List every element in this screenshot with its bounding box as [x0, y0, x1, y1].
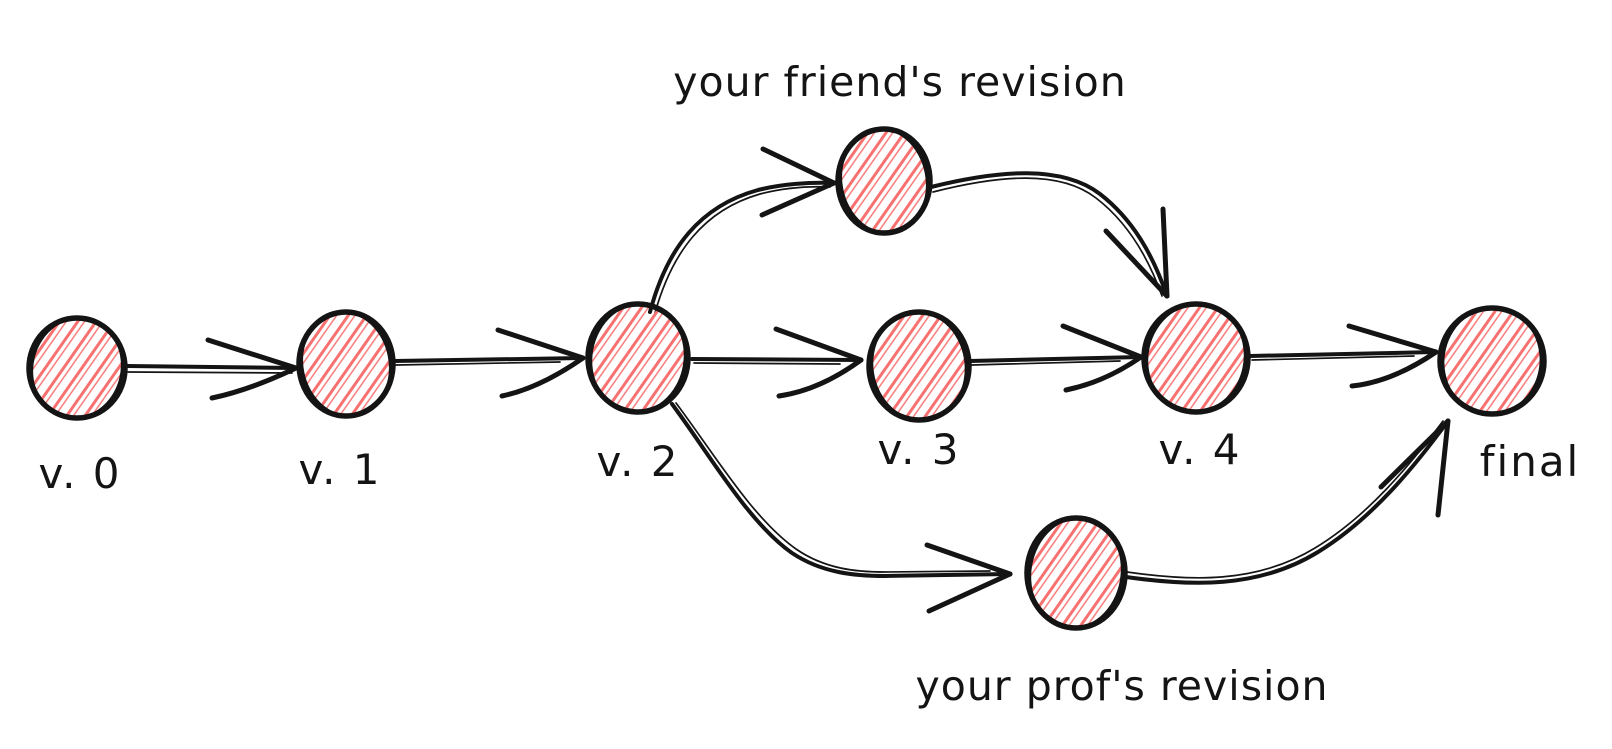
arrowhead-barb: [1160, 206, 1170, 299]
node-fill: [840, 131, 928, 231]
arrowhead-barb: [1378, 418, 1451, 490]
arrowhead-barb: [1063, 354, 1144, 393]
node-friend-revision: [835, 126, 933, 236]
labels-layer: v. 0 v. 1 v. 2 v. 3 v. 4 final your frie…: [38, 58, 1580, 710]
arrowhead-barb: [760, 146, 837, 186]
node-fill: [1442, 310, 1542, 412]
arrowhead-barb: [495, 327, 586, 361]
node-label-v2: v. 2: [596, 437, 679, 486]
edge-shaft: [690, 357, 863, 362]
node-fill: [590, 306, 686, 410]
edge-v0-v1: [124, 337, 299, 401]
node-v0: [26, 315, 128, 421]
arrowhead-barb: [205, 337, 299, 371]
edge-shaft: [1124, 419, 1450, 585]
node-label-v4: v. 4: [1158, 425, 1241, 474]
arrowhead-barb: [1435, 418, 1451, 518]
annotation-prof-revision: your prof's revision: [915, 662, 1328, 710]
node-ring-sketch: [839, 126, 929, 236]
edge-shaft: [648, 180, 836, 314]
edge-shaft: [968, 355, 1143, 363]
node-v4: [1141, 301, 1251, 415]
edge-shaft-sketch: [693, 362, 841, 365]
arrowhead-barb: [759, 180, 837, 218]
edge-shaft-sketch: [1126, 420, 1444, 579]
edge-shaft-sketch: [675, 402, 991, 573]
node-label-v3: v. 3: [877, 425, 960, 474]
node-label-v1: v. 1: [298, 445, 381, 494]
node-prof-revision: [1024, 515, 1128, 631]
edge-shaft-sketch: [932, 177, 1163, 297]
edge-shaft: [1248, 350, 1438, 358]
edge-shaft-sketch: [654, 185, 831, 314]
edge-prof-final: [1124, 418, 1451, 585]
node-label-v0: v. 0: [38, 449, 121, 498]
node-ring-sketch: [300, 309, 392, 419]
edge-v1-v2: [392, 327, 586, 399]
edge-shaft: [392, 356, 585, 363]
node-ring-sketch: [30, 315, 124, 421]
arrowhead-barb: [209, 365, 299, 401]
edges-layer: [124, 146, 1451, 614]
arrowhead-barb: [1060, 323, 1144, 360]
edge-shaft-sketch: [127, 371, 293, 374]
annotation-friend-revision: your friend's revision: [673, 58, 1126, 106]
arrowhead-barb: [1346, 323, 1439, 355]
edge-shaft-sketch: [1251, 355, 1415, 361]
node-label-final: final: [1480, 437, 1580, 486]
edge-shaft: [929, 171, 1169, 298]
arrowhead-barb: [499, 355, 586, 399]
node-fill: [1146, 306, 1246, 410]
node-v3: [866, 309, 972, 423]
arrowhead-barb: [926, 571, 1013, 614]
edge-shaft: [670, 402, 1012, 579]
arrowhead-barb: [776, 357, 864, 399]
arrowhead-barb: [1103, 228, 1170, 299]
edge-v2-friend: [648, 146, 837, 314]
node-ring-sketch: [1145, 301, 1247, 415]
edge-v4-final: [1248, 323, 1439, 389]
edge-shaft-sketch: [971, 360, 1121, 366]
node-ring-sketch: [1028, 515, 1124, 631]
edge-shaft-sketch: [395, 361, 561, 366]
arrowhead-barb: [773, 326, 864, 363]
edge-v2-prof: [670, 402, 1013, 614]
arrowhead-barb: [924, 542, 1013, 577]
edge-friend-v4: [929, 171, 1170, 299]
node-ring-sketch: [589, 301, 687, 415]
node-fill: [871, 314, 967, 418]
edge-v2-v3: [690, 326, 864, 399]
node-fill: [301, 314, 391, 414]
node-fill: [1029, 520, 1123, 626]
node-fill: [31, 320, 123, 416]
node-final: [1437, 305, 1547, 417]
node-v1: [296, 309, 396, 419]
node-v2: [585, 301, 691, 415]
edge-shaft: [124, 364, 296, 370]
arrowhead-barb: [1349, 349, 1439, 389]
edge-v3-v4: [968, 323, 1144, 393]
nodes-layer: [26, 126, 1547, 631]
